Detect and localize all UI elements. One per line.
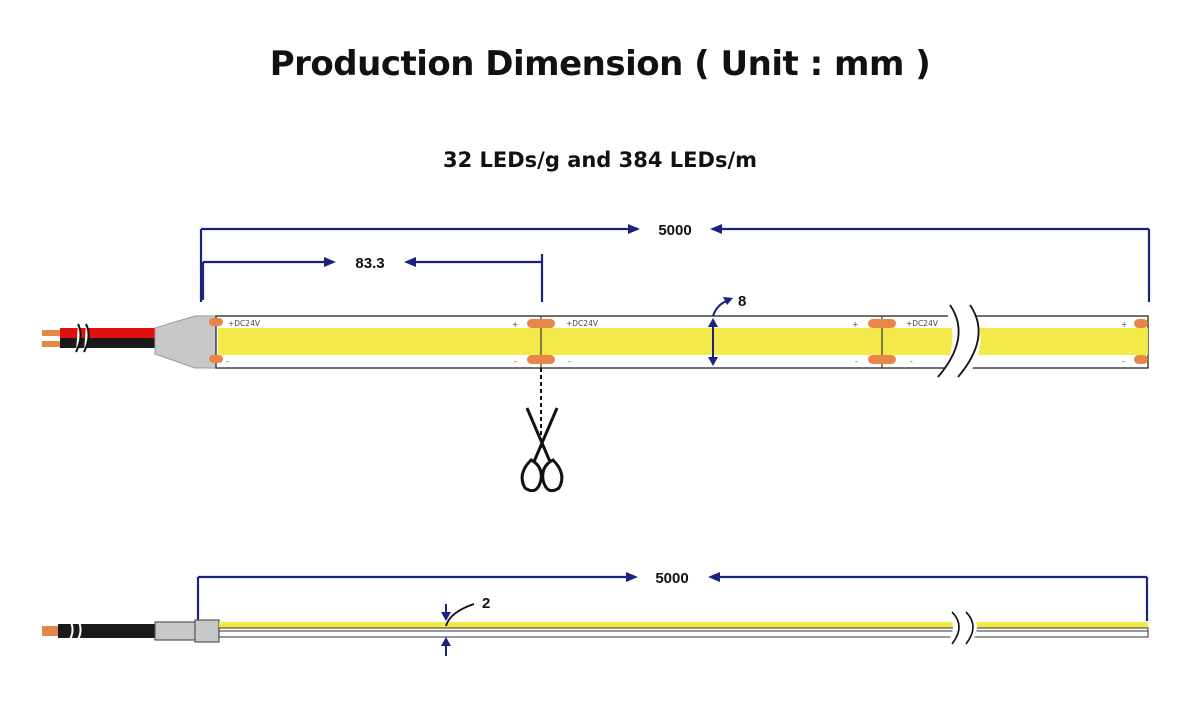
- led-strip-top: [209, 304, 1149, 378]
- page-title: Production Dimension ( Unit : mm ): [269, 44, 931, 84]
- side-view: 5000 2: [42, 570, 1149, 656]
- power-wires: [42, 323, 160, 353]
- minus-label-6: -: [1122, 357, 1125, 366]
- side-wire-tip: [42, 626, 58, 636]
- minus-label-3: -: [568, 357, 571, 366]
- cut-length-label: 83.3: [355, 255, 384, 272]
- top-view: 5000 83.3: [42, 222, 1151, 493]
- pad-label-2: +DC24V: [566, 319, 599, 328]
- plus-label-2: +: [852, 320, 858, 329]
- page-subtitle: 32 LEDs/g and 384 LEDs/m: [442, 148, 758, 172]
- pad-label-3: +DC24V: [906, 319, 939, 328]
- total-length-dimension: [199, 224, 1151, 302]
- minus-label-1: -: [226, 357, 229, 366]
- width-dimension: [708, 297, 733, 366]
- pad-label-1: +DC24V: [228, 319, 261, 328]
- side-end-cap: [194, 619, 220, 643]
- total-length-label: 5000: [658, 222, 691, 239]
- side-total-length-dimension: [196, 572, 1149, 621]
- minus-label-5: -: [910, 357, 913, 366]
- thickness-dimension: [441, 603, 475, 656]
- scissors-icon: [520, 407, 564, 493]
- plus-label-1: +: [512, 320, 518, 329]
- side-cable: [58, 624, 158, 638]
- led-strip-side: [218, 611, 1149, 645]
- minus-label-2: -: [514, 357, 517, 366]
- side-total-length-label: 5000: [655, 570, 688, 587]
- cut-length-dimension: [201, 254, 544, 302]
- thickness-label: 2: [482, 595, 490, 612]
- plus-label-3: +: [1121, 320, 1127, 329]
- side-connector: [154, 621, 198, 641]
- width-label: 8: [738, 293, 746, 310]
- minus-label-4: -: [855, 357, 858, 366]
